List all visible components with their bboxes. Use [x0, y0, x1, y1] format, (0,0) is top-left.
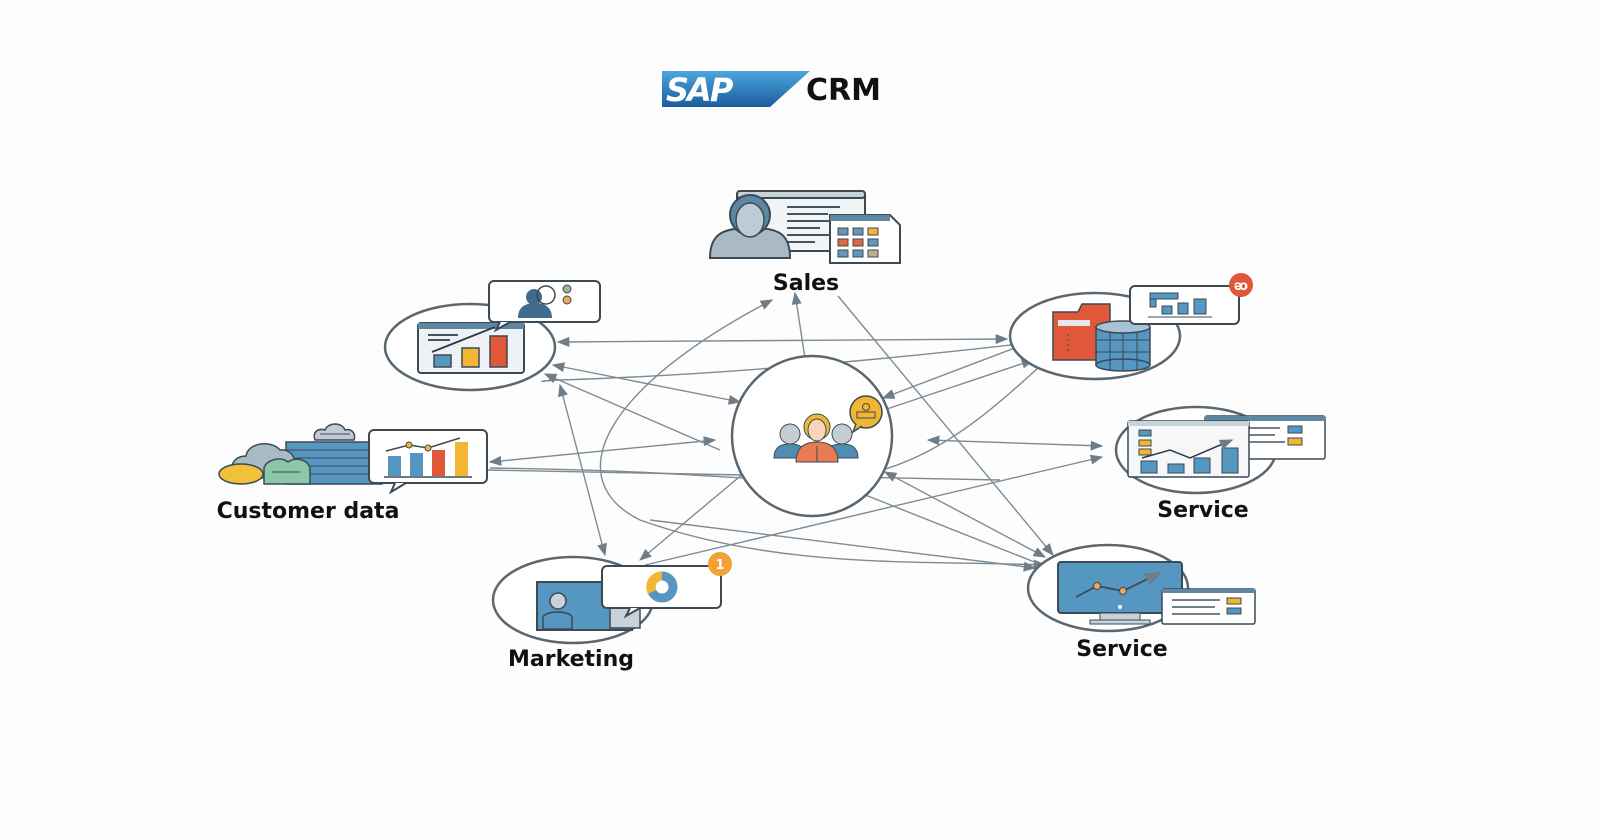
connector [839, 484, 1038, 564]
label-sales: Sales [773, 271, 839, 296]
connector [649, 519, 1037, 572]
connector [543, 373, 721, 451]
donut-chart-bubble-icon: 1 [601, 552, 732, 619]
node-analytics[interactable] [383, 280, 601, 392]
label-service-2: Service [1076, 637, 1167, 662]
node-service-1[interactable] [1114, 405, 1326, 495]
node-customer-data[interactable] [218, 423, 488, 495]
cloud-data-icon [218, 423, 383, 485]
database-badge: ᴔ [1234, 279, 1248, 294]
chat-profile-icon [849, 395, 883, 434]
sales-profile-icon [708, 190, 901, 264]
node-service-2[interactable] [1026, 543, 1256, 633]
monitor-chart-icon [1057, 561, 1256, 625]
node-marketing[interactable]: 1 [491, 552, 732, 645]
connector [556, 334, 1009, 347]
connector [639, 467, 751, 561]
service-report-icon [1127, 415, 1326, 478]
label-customer-data: Customer data [217, 499, 400, 524]
connector [881, 345, 1021, 399]
connector [926, 435, 1104, 451]
logo-brand: SAP [666, 71, 734, 109]
analytics-chart-icon [417, 322, 525, 374]
marketing-badge: 1 [715, 558, 724, 573]
label-service-1: Service [1157, 498, 1248, 523]
connector [551, 362, 742, 405]
customer-group-icon [773, 413, 859, 463]
node-core[interactable] [730, 354, 894, 518]
connector [877, 358, 1035, 413]
node-database[interactable]: ᴔ [1008, 273, 1253, 381]
report-bubble-icon: ᴔ [1129, 273, 1253, 325]
logo-product: CRM [806, 73, 881, 108]
label-marketing: Marketing [508, 647, 634, 672]
sap-logo: SAP CRM [662, 71, 881, 109]
connector [883, 471, 1047, 558]
bar-chart-bubble-icon [368, 429, 488, 495]
user-bubble-icon [488, 280, 601, 333]
database-icon [1052, 303, 1151, 372]
node-sales[interactable] [708, 190, 901, 264]
